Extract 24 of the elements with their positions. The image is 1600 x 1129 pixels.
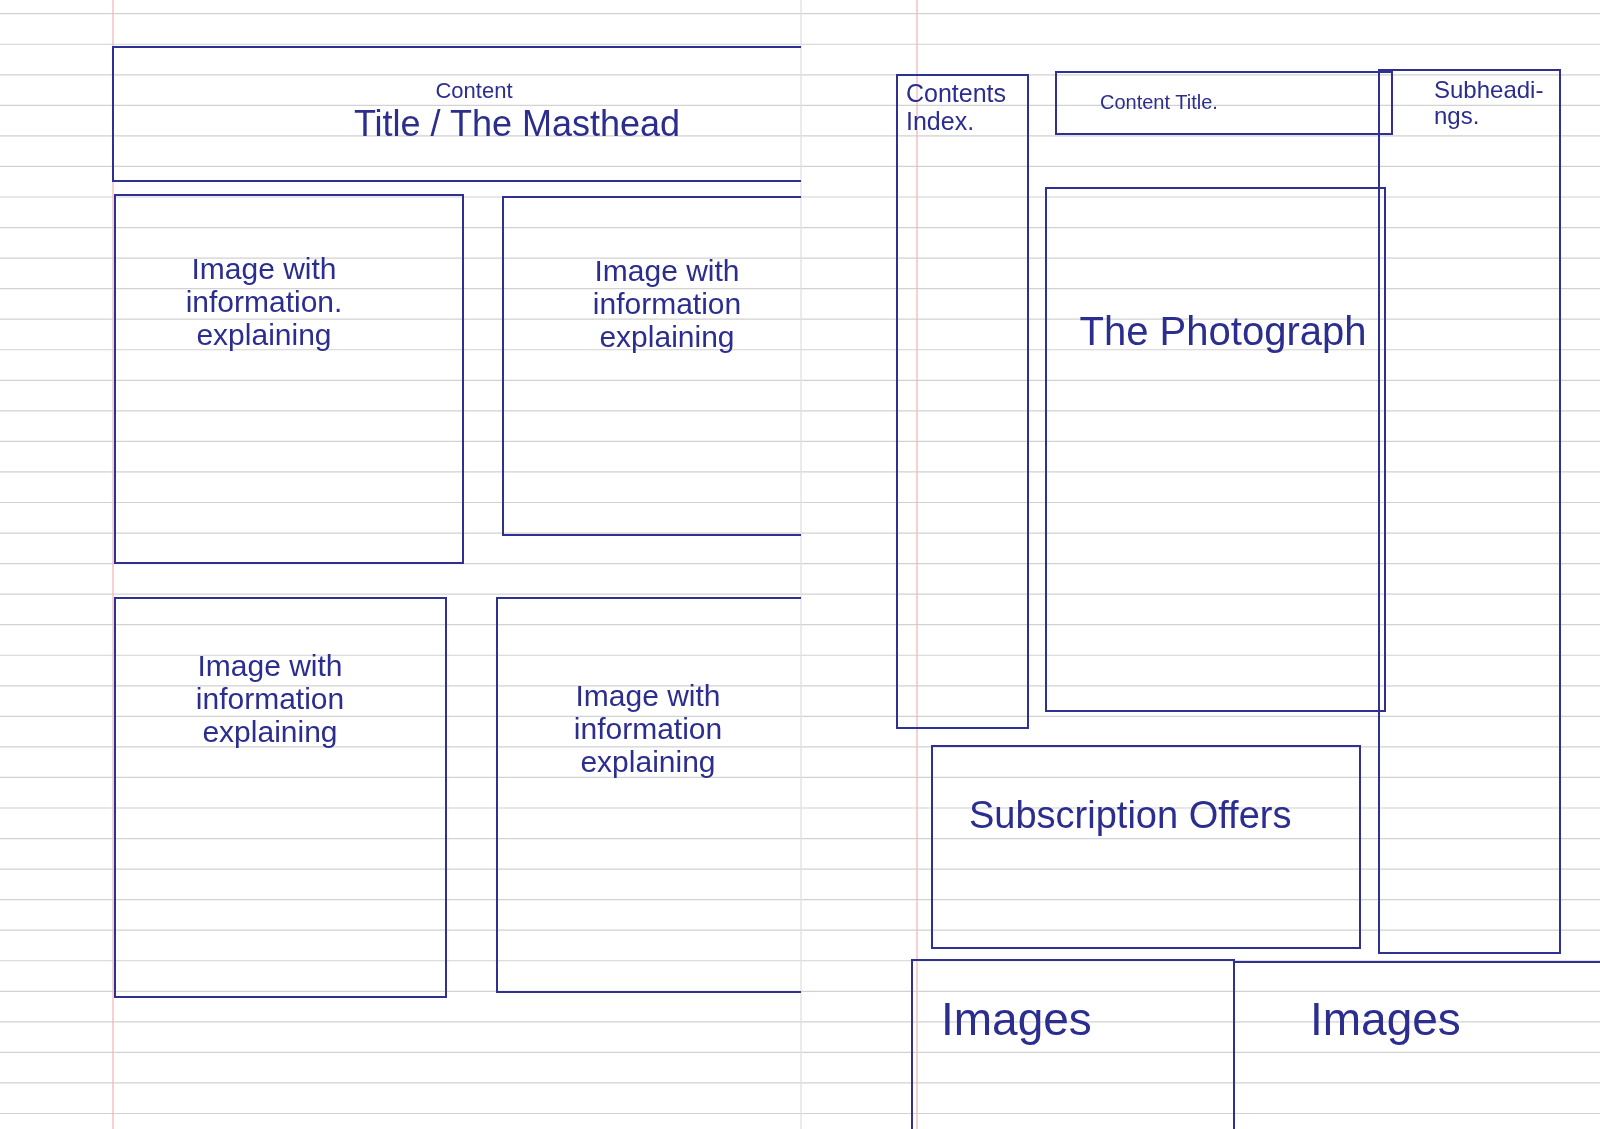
masthead-text: Content bbox=[434, 79, 514, 104]
box-label: Images bbox=[1310, 994, 1462, 1045]
photograph-box bbox=[1045, 187, 1386, 712]
image-text-box bbox=[114, 597, 447, 998]
box-label: Image with information explaining bbox=[194, 649, 346, 748]
image-text-box bbox=[502, 196, 801, 536]
masthead-box bbox=[112, 46, 801, 182]
masthead-text: Title / The Masthead bbox=[352, 104, 682, 144]
box-label: Subheadi- ngs. bbox=[1434, 77, 1545, 130]
box-label: Contents Index. bbox=[906, 80, 1008, 135]
box-label: Image with information. explaining bbox=[184, 252, 344, 351]
image-text-box bbox=[496, 597, 801, 993]
title-box bbox=[1055, 71, 1393, 135]
box-label: Image with information explaining bbox=[591, 254, 743, 353]
sidebar-box bbox=[896, 74, 1029, 729]
box-label: Image with information explaining bbox=[572, 679, 724, 778]
images-box bbox=[911, 959, 1235, 1129]
box-label: Content Title. bbox=[1100, 91, 1219, 113]
sidebar-box bbox=[1378, 69, 1561, 954]
subscription-box bbox=[931, 745, 1361, 949]
box-label: Images bbox=[941, 994, 1093, 1045]
box-label: The Photograph bbox=[1078, 309, 1368, 353]
image-text-box bbox=[114, 194, 464, 564]
box-label: Subscription Offers bbox=[969, 795, 1293, 837]
